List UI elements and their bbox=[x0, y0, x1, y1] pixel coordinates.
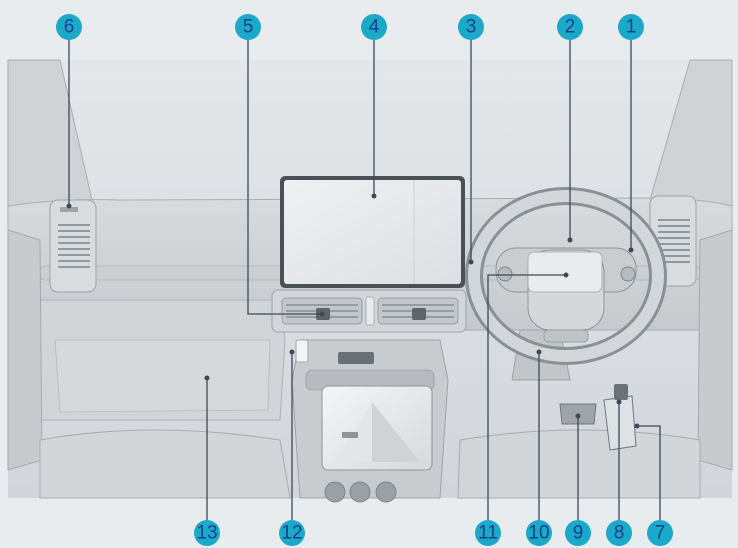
left-side-vent bbox=[49, 199, 97, 293]
callout-9-label: 9 bbox=[573, 523, 584, 544]
callout-4-label: 4 bbox=[369, 17, 380, 38]
touchscreen-display bbox=[284, 180, 461, 284]
callout-5-label: 5 bbox=[243, 17, 254, 38]
callout-7-label: 7 bbox=[655, 523, 666, 544]
callout-10-label: 10 bbox=[528, 523, 549, 544]
leader-lines bbox=[66, 40, 661, 520]
callout-13-label: 13 bbox=[196, 523, 217, 544]
right-wheel-control bbox=[620, 266, 636, 282]
callout-6-label: 6 bbox=[64, 17, 75, 38]
callout-8-label: 8 bbox=[614, 523, 625, 544]
right-door-panel bbox=[697, 229, 733, 471]
callout-7: 7 bbox=[647, 520, 673, 546]
callout-2-label: 2 bbox=[565, 17, 576, 38]
callout-3-label: 3 bbox=[466, 17, 477, 38]
pedal-mount bbox=[614, 384, 628, 400]
callout-11-label: 11 bbox=[478, 523, 498, 544]
callout-12-label: 12 bbox=[281, 523, 302, 544]
vent-adjuster-right bbox=[412, 308, 426, 320]
glovebox-panel bbox=[54, 339, 271, 413]
instrument-cluster bbox=[527, 251, 603, 293]
center-vent-divider bbox=[365, 296, 375, 326]
driver-seat bbox=[457, 429, 701, 499]
left-door-panel bbox=[7, 229, 43, 471]
callout-11: 11 bbox=[475, 520, 501, 546]
callout-6: 6 bbox=[56, 14, 82, 40]
passenger-seat bbox=[39, 429, 291, 499]
left-wheel-control bbox=[497, 266, 513, 282]
callout-1-label: 1 bbox=[626, 17, 637, 38]
callout-13: 13 bbox=[194, 520, 220, 546]
callout-1: 1 bbox=[618, 14, 644, 40]
callout-12: 12 bbox=[279, 520, 305, 546]
usb-port bbox=[295, 339, 309, 363]
hazard-switch bbox=[60, 207, 78, 212]
callout-4: 4 bbox=[361, 14, 387, 40]
callout-9: 9 bbox=[565, 520, 591, 546]
callout-5: 5 bbox=[235, 14, 261, 40]
console-switch-panel bbox=[338, 352, 374, 364]
callout-3: 3 bbox=[458, 14, 484, 40]
callout-10: 10 bbox=[526, 520, 552, 546]
callout-8: 8 bbox=[606, 520, 632, 546]
callout-2: 2 bbox=[557, 14, 583, 40]
